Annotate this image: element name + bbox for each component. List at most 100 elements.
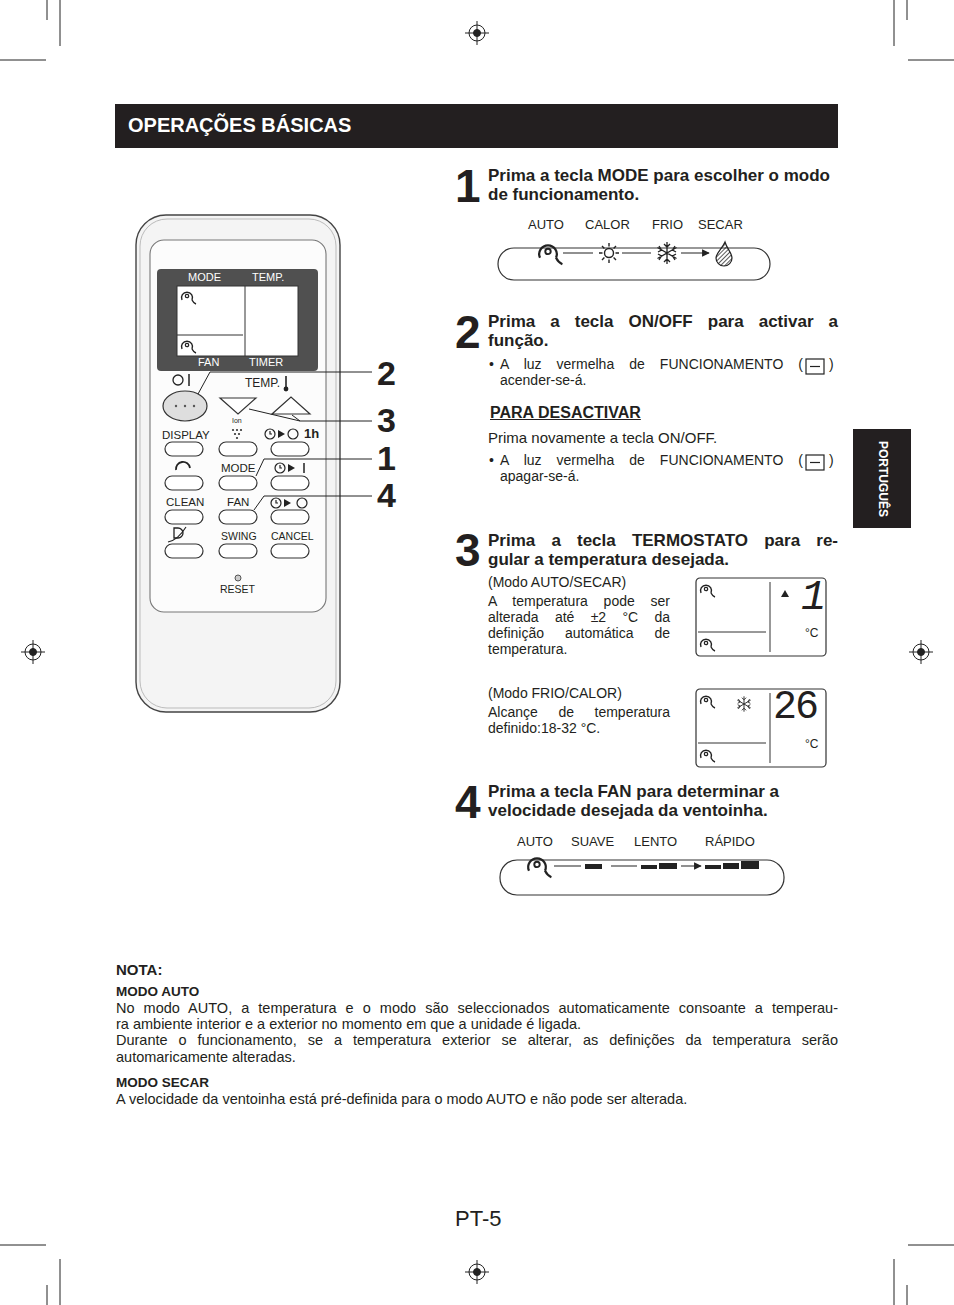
mode-sequence-bar-outline <box>563 252 709 253</box>
note-subheading: MODO SECAR <box>116 1075 209 1091</box>
remote-control <box>220 398 256 414</box>
display-label: TIMER <box>249 356 283 369</box>
remote-control <box>165 544 203 558</box>
remote-control <box>232 429 234 431</box>
remote-control <box>165 476 203 490</box>
mode-sequence-bar-outline <box>658 242 677 264</box>
registration-mark <box>21 21 933 1284</box>
remote-control <box>219 476 257 490</box>
body-text: Alcançe de temperatura definido:18-32 °C… <box>488 704 670 736</box>
fan-speed-bar-outline <box>641 865 657 869</box>
indicator-light-icon <box>810 366 820 367</box>
remote-control <box>271 510 309 524</box>
step-number: 3 <box>455 524 481 577</box>
node-text: AUTO <box>517 835 553 849</box>
button-label: MODE <box>221 462 256 475</box>
note-text: A velocidade da ventoinha está pré-defin… <box>116 1091 687 1108</box>
callout-number: 1 <box>377 439 396 478</box>
indicator-light-icon <box>806 455 824 470</box>
lcd-display-outline <box>701 639 716 651</box>
button-label: TEMP. <box>245 377 280 391</box>
remote-control <box>288 464 295 472</box>
fan-speed-bar-outline <box>585 861 759 869</box>
button-label: Ion <box>232 417 242 425</box>
note-text: ra ambiente interior e a exterior no mom… <box>116 1016 581 1033</box>
lcd-display-outline <box>701 696 716 708</box>
button-label: SWING <box>221 530 257 542</box>
bullet: • <box>489 356 494 372</box>
node-text: 26 <box>773 686 817 730</box>
leader-line <box>254 496 372 510</box>
remote-control <box>175 405 177 407</box>
callout-number: 3 <box>377 401 396 440</box>
node-text: RÁPIDO <box>705 835 755 849</box>
remote-control <box>168 429 307 542</box>
remote-control <box>219 442 257 456</box>
button-label: FAN <box>227 496 249 509</box>
instruction-heading: Prima a tecla MODE para escolher o modo … <box>488 166 838 204</box>
instruction-heading: gular a temperatura desejada. <box>488 550 729 570</box>
instruction-heading: Prima a tecla ON/OFF para activar a funç… <box>488 312 838 350</box>
remote-control <box>278 430 295 507</box>
page-number: PT-5 <box>455 1206 501 1231</box>
node-text: PORTUGUÊS <box>875 440 888 516</box>
leader-line <box>198 372 372 394</box>
leader-line <box>249 409 372 421</box>
step-number: 1 <box>455 160 481 213</box>
fan-speed-bar-outline <box>705 865 721 869</box>
remote-control <box>219 544 257 558</box>
remote-control <box>235 575 241 581</box>
remote-control <box>240 429 242 431</box>
bullet-text: apagar-se-á. <box>500 468 579 484</box>
remote-control <box>303 463 305 473</box>
registration-mark <box>909 640 933 664</box>
leader-line <box>256 459 372 476</box>
bullet-text: acender-se-á. <box>500 372 586 388</box>
remote-control <box>182 341 197 353</box>
bullet-text: A luz vermelha de FUNCIONAMENTO ( <box>500 452 803 468</box>
title-band <box>115 104 838 148</box>
display-label: MODE <box>188 271 221 284</box>
remote-control <box>188 374 190 386</box>
remote-control <box>234 433 236 435</box>
mode-sequence-bar-outline <box>716 242 732 266</box>
body-text: A temperatura pode ser alterada até ±2 °… <box>488 593 670 657</box>
remote-control <box>284 387 289 392</box>
remote-control <box>168 527 186 542</box>
indicator-light-icon <box>810 462 820 463</box>
display-label: TEMP. <box>252 271 284 284</box>
node-text: °C <box>805 738 818 751</box>
remote-control <box>184 405 186 407</box>
fan-speed-bar-outline <box>723 863 739 869</box>
registration-mark <box>21 640 45 664</box>
node-text: SECAR <box>698 218 743 232</box>
remote-control <box>278 430 285 438</box>
registration-mark <box>30 649 37 656</box>
remote-control <box>280 465 282 468</box>
lcd-display-outline <box>737 696 750 711</box>
leader-line <box>198 372 372 510</box>
remote-control <box>284 499 291 507</box>
mode-sequence-bar-outline <box>599 243 619 263</box>
node-text: AUTO <box>528 218 564 232</box>
crop-marks <box>0 0 60 60</box>
crop-marks <box>894 0 954 60</box>
remote-control <box>285 376 287 387</box>
remote-control <box>140 219 336 708</box>
remote-control <box>276 500 278 503</box>
fan-speed-bar-outline <box>585 864 602 869</box>
node-text: 1 <box>801 575 826 621</box>
fan-speed-bar-outline <box>500 860 784 895</box>
mode-caption: (Modo AUTO/SECAR) <box>488 574 626 590</box>
remote-control <box>219 510 257 524</box>
registration-mark <box>465 1260 489 1284</box>
bullet-text: ) <box>829 356 834 372</box>
fan-speed-bar-outline <box>659 863 677 869</box>
subheading: PARA DESACTIVAR <box>490 404 641 422</box>
indicator-light-icon <box>806 359 824 470</box>
remote-control <box>272 397 310 414</box>
lcd-display-outline <box>698 582 770 652</box>
bullet-text: A luz vermelha de FUNCIONAMENTO ( <box>500 356 803 372</box>
crop-marks <box>894 1245 954 1305</box>
button-label: DISPLAY <box>162 429 210 442</box>
